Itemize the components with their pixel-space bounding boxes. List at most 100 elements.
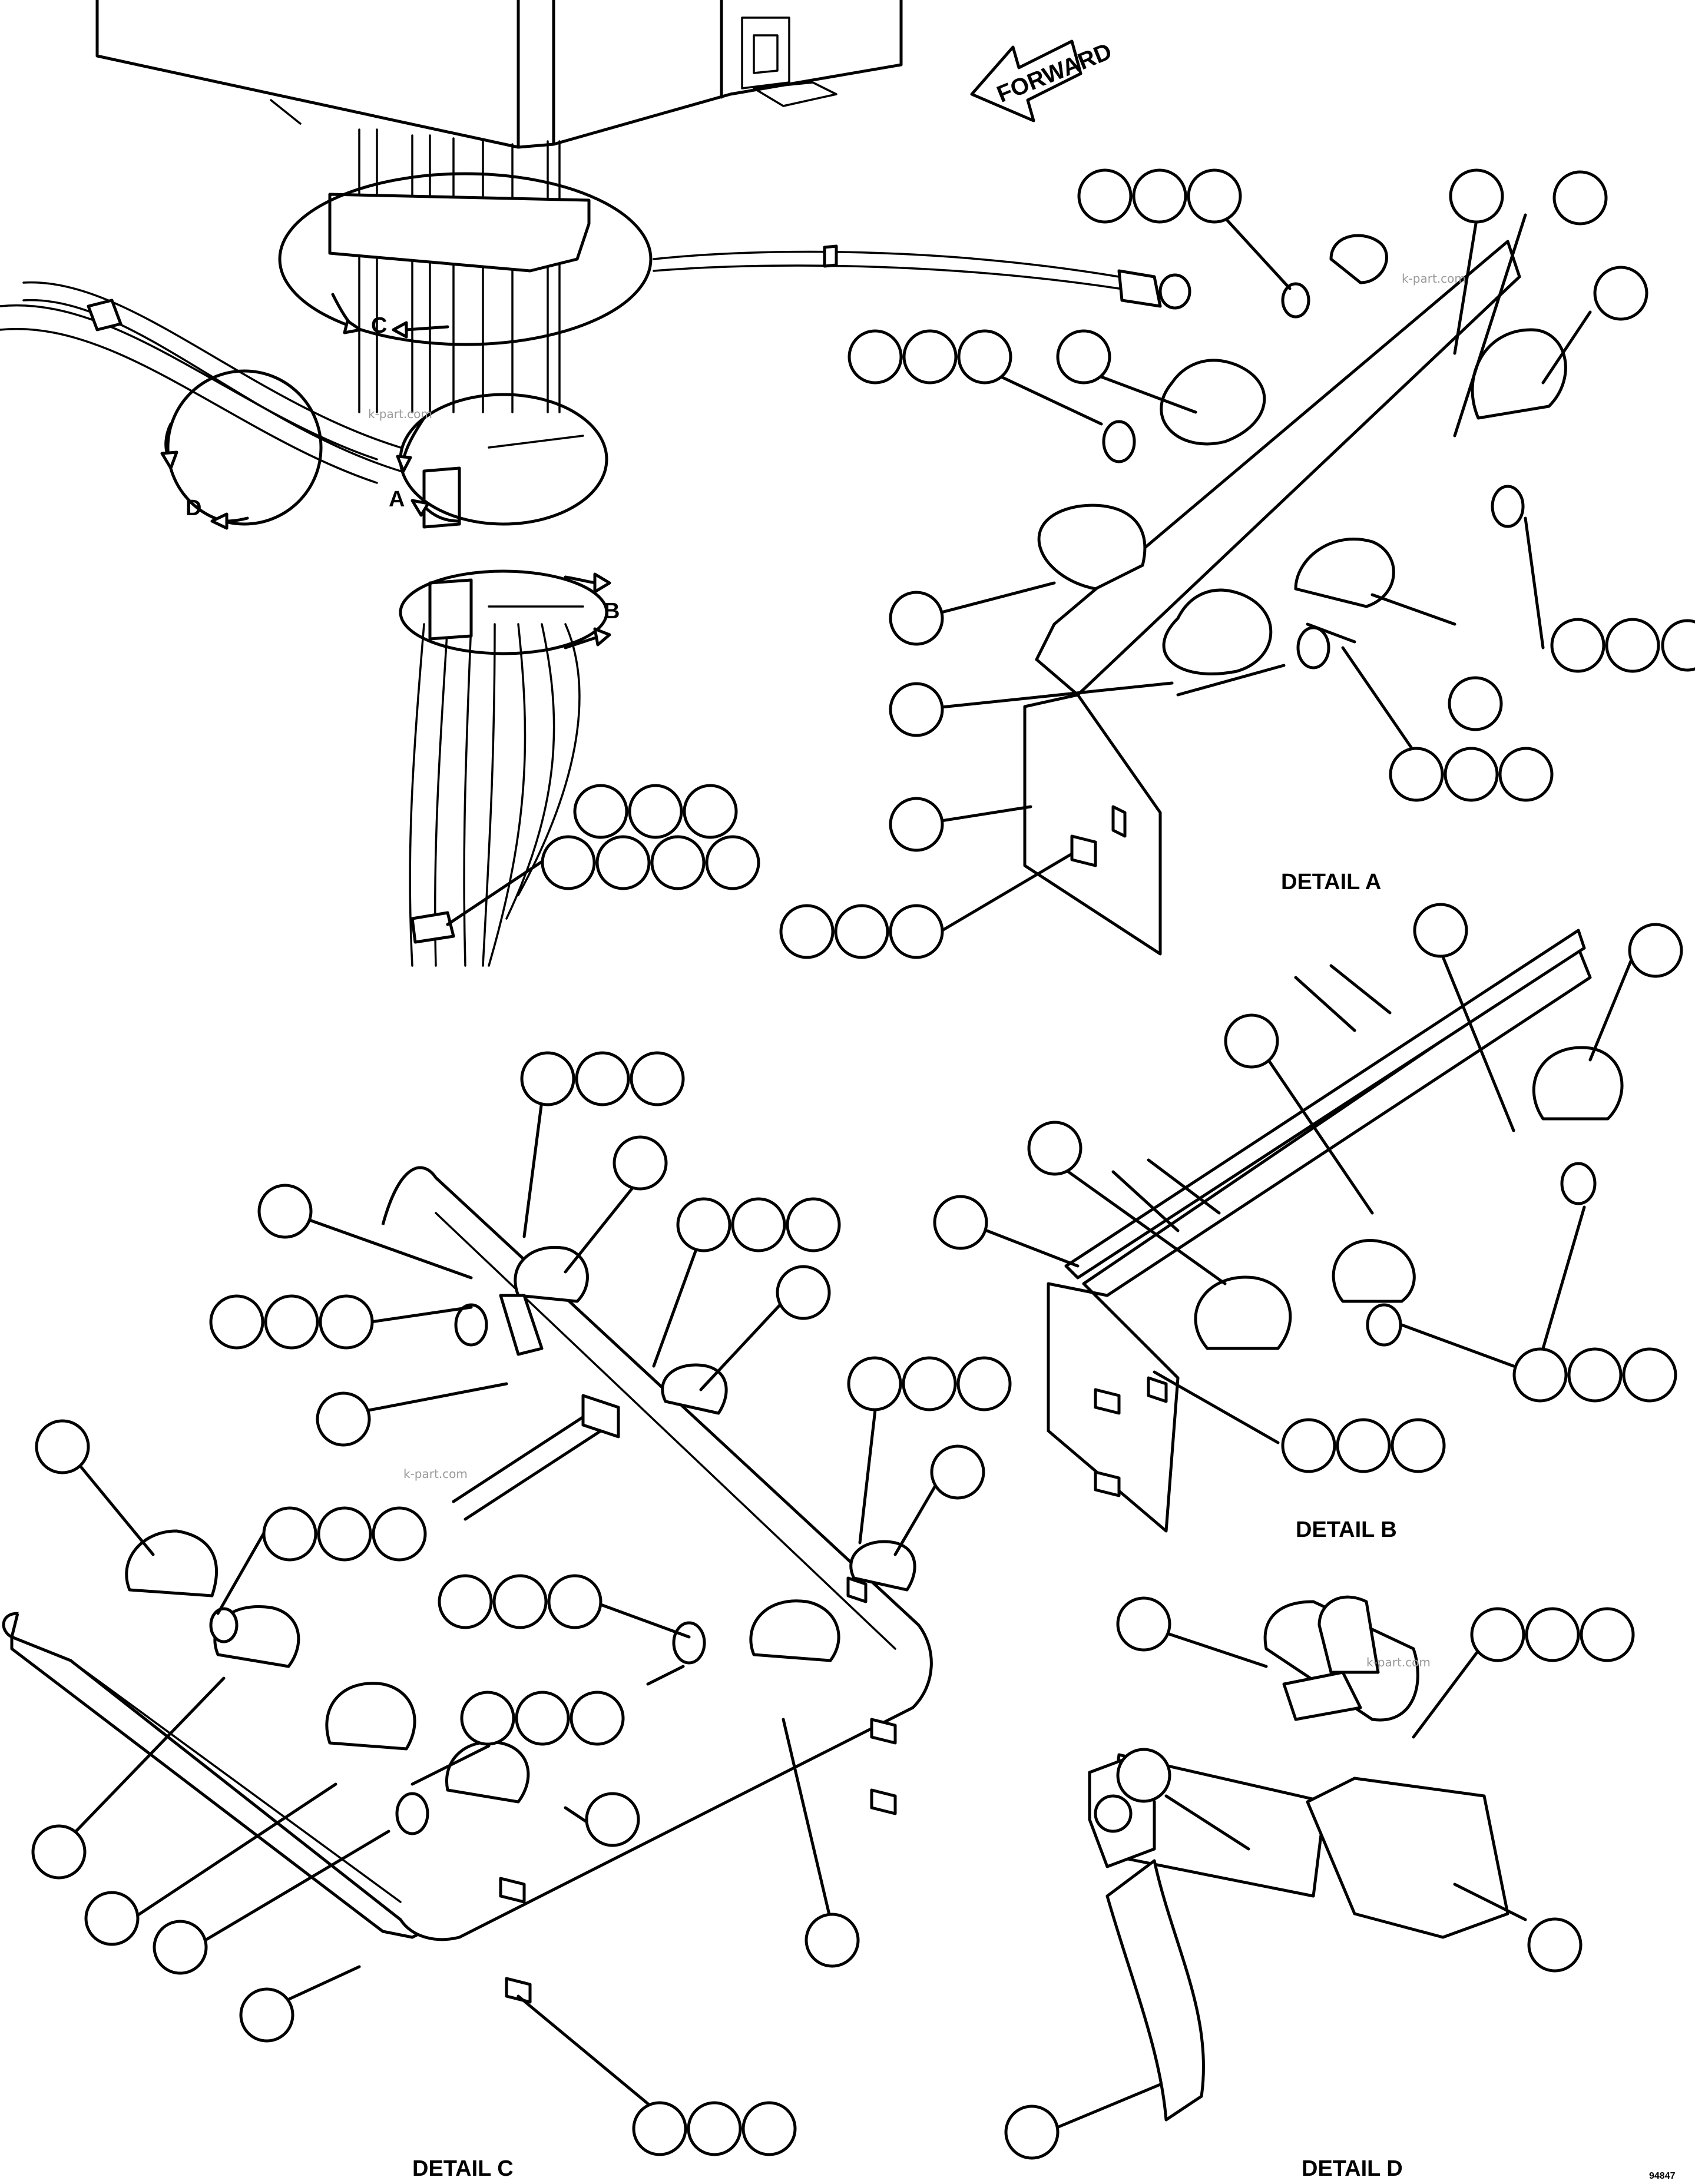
callout-balloon [630, 1051, 685, 1106]
callout-balloon [1389, 747, 1444, 802]
watermark: k-part.com [368, 407, 432, 421]
callout-balloon [902, 1356, 957, 1411]
callout-balloon [834, 904, 889, 959]
callout-balloon [1661, 619, 1695, 672]
detail-a-ellipse: A [389, 393, 608, 526]
callout-balloon [1449, 168, 1504, 224]
detail-d-title: DETAIL D [1302, 2156, 1403, 2181]
detail-d-assembly [1088, 1595, 1509, 2122]
callout-balloon [741, 2101, 797, 2156]
callout-balloon [776, 1265, 831, 1320]
callout-balloon [1580, 1607, 1635, 1662]
callout-balloon [1628, 923, 1683, 978]
drawing-number: 94847 [1649, 2171, 1676, 2181]
watermark: k-part.com [1366, 1655, 1431, 1669]
callout-balloon [1498, 747, 1554, 802]
callout-balloon [676, 1197, 731, 1252]
callout-balloon [1391, 1418, 1446, 1473]
detail-d-circle: D [160, 369, 323, 530]
callout-balloon [585, 1792, 640, 1847]
callout-balloon [786, 1197, 841, 1252]
callout-balloon [957, 329, 1012, 385]
watermark: k-part.com [1402, 271, 1466, 286]
callout-balloon [570, 1691, 625, 1746]
ref-c-label: C [371, 313, 387, 338]
callout-balloon [209, 1294, 264, 1350]
callout-balloon [889, 682, 944, 737]
callout-balloon [779, 904, 835, 959]
detail-b-title: DETAIL B [1296, 1517, 1397, 1542]
callout-balloon [847, 1356, 902, 1411]
callout-balloon [1448, 676, 1503, 731]
callout-balloon [956, 1356, 1012, 1411]
callout-balloon [683, 784, 738, 839]
callout-balloon [1605, 618, 1660, 673]
callout-balloon [1550, 618, 1605, 673]
detail-b-assembly [1047, 929, 1624, 1533]
callout-balloon [153, 1920, 208, 1975]
callout-balloon [317, 1506, 372, 1562]
callout-balloon [262, 1506, 317, 1562]
detail-c-assembly [2, 1166, 933, 2004]
forward-arrow-icon: FORWARD [970, 38, 1115, 122]
callout-balloon [316, 1391, 371, 1447]
callout-balloon [1187, 168, 1242, 224]
callout-balloon [1552, 170, 1608, 226]
callout-balloon [613, 1135, 668, 1191]
callout-balloon [515, 1691, 570, 1746]
callout-balloon [1056, 329, 1111, 385]
callout-balloon [35, 1419, 90, 1474]
callout-balloon [1444, 747, 1499, 802]
callout-balloon [628, 784, 683, 839]
callout-balloon [1224, 1013, 1279, 1069]
callout-balloon [805, 1913, 860, 1968]
callout-balloon [1593, 266, 1648, 321]
callout-balloon [541, 835, 596, 890]
ref-d-label: D [186, 496, 201, 521]
callout-balloon [902, 329, 958, 385]
callout-balloon [1527, 1917, 1583, 1973]
callout-balloon [31, 1824, 87, 1880]
callout-balloon [889, 591, 944, 646]
detail-a-assembly [1023, 234, 1567, 956]
callout-balloon [632, 2101, 687, 2156]
callout-balloon [460, 1691, 515, 1746]
detail-c-callouts: DETAIL C [31, 1051, 1012, 2181]
detail-a-callouts: DETAIL A [779, 168, 1695, 959]
callout-balloon [889, 797, 944, 852]
detail-b-callouts: DETAIL B [933, 903, 1683, 1542]
callout-balloon [319, 1294, 374, 1350]
overview-callouts [446, 784, 760, 926]
detail-c-ellipse: C [278, 172, 653, 346]
callout-balloon [1336, 1418, 1391, 1473]
ref-b-label: B [604, 599, 620, 624]
callout-balloon [1413, 903, 1468, 958]
callout-balloon [257, 1184, 313, 1239]
watermark: k-part.com [403, 1467, 468, 1481]
callout-balloon [687, 2101, 742, 2156]
callout-balloon [930, 1444, 985, 1500]
callout-balloon [731, 1197, 786, 1252]
callout-balloon [1116, 1748, 1171, 1803]
callout-balloon [575, 1051, 630, 1106]
ref-a-label: A [389, 487, 405, 512]
callout-balloon [1281, 1418, 1336, 1473]
callout-balloon [1512, 1347, 1568, 1403]
callout-balloon [705, 835, 760, 890]
callout-balloon [492, 1574, 548, 1629]
callout-balloon [933, 1195, 988, 1250]
callout-balloon [1132, 168, 1187, 224]
callout-balloon [650, 835, 706, 890]
detail-d-callouts: DETAIL D 94847 [1004, 1596, 1676, 2181]
callout-balloon [1116, 1596, 1171, 1652]
callout-balloon [889, 904, 944, 959]
callout-balloon [1470, 1607, 1525, 1662]
callout-balloon [1027, 1121, 1082, 1176]
overview-assembly [0, 0, 1191, 967]
callout-balloon [573, 784, 628, 839]
detail-a-title: DETAIL A [1281, 870, 1381, 894]
callout-balloon [1077, 168, 1133, 224]
callout-balloon [1525, 1607, 1580, 1662]
callout-balloon [438, 1574, 493, 1629]
